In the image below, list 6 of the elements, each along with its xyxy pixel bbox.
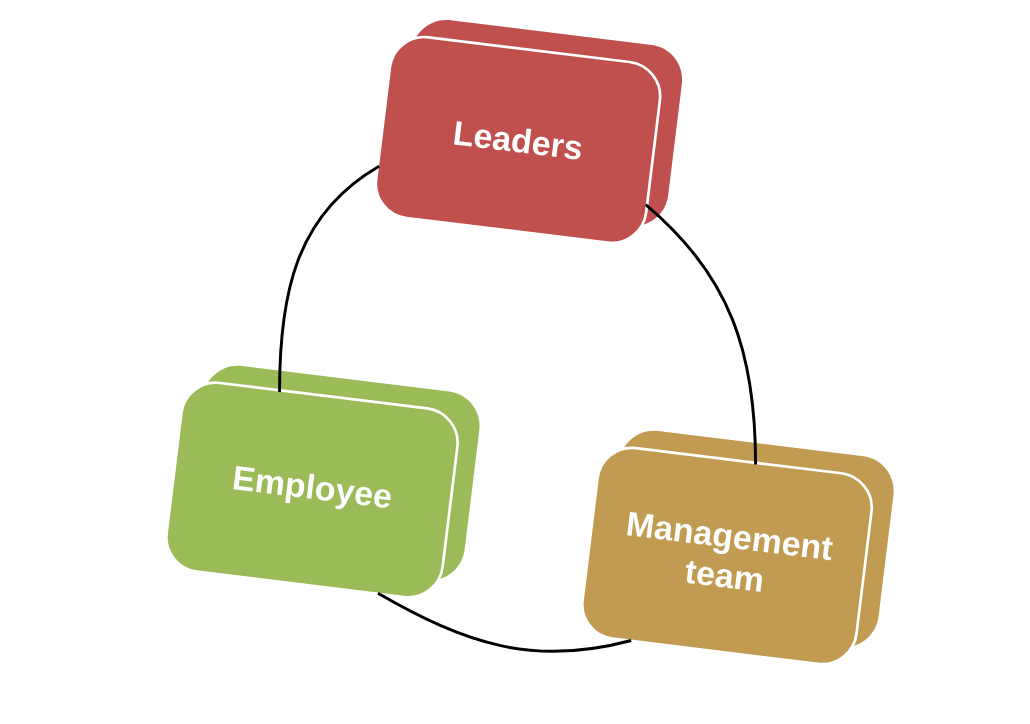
connector-line (644, 203, 758, 465)
connector-line (377, 592, 632, 653)
rounded-box: Management team (580, 430, 894, 666)
rounded-box: Employee (165, 365, 480, 599)
connector-line (278, 165, 380, 393)
rounded-box: Leaders (374, 20, 683, 245)
